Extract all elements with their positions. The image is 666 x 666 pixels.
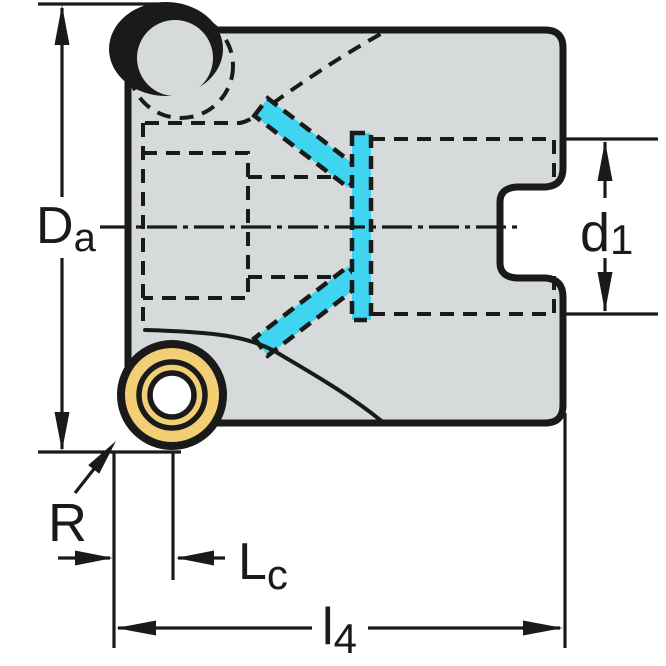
dimension-labels: Da d1 R Lc l4 — [36, 197, 633, 662]
d1-arrow-down — [597, 272, 613, 312]
top-insert — [109, 2, 223, 96]
lc-arrow-right — [75, 550, 113, 566]
coolant-channel-lower — [251, 263, 365, 359]
label-d1: d1 — [580, 203, 633, 263]
label-l4: l4 — [322, 598, 357, 662]
lc-arrow-left — [176, 550, 214, 566]
hub-bore-hidden — [143, 151, 250, 300]
l4-arrow-right — [523, 620, 563, 636]
spigot-bottom-hidden — [371, 274, 556, 316]
upper-flute-edge-hidden — [270, 29, 387, 106]
hidden-geometry — [127, 12, 556, 330]
label-R: R — [48, 493, 87, 553]
bottom-insert-screw-hole — [147, 370, 197, 420]
label-Lc: Lc — [238, 533, 288, 598]
spigot-top-hidden — [371, 137, 556, 182]
d1-arrow-up — [597, 141, 613, 181]
top-insert-face — [137, 20, 213, 96]
da-arrow-up — [54, 5, 70, 45]
l4-arrow-left — [116, 620, 156, 636]
flute-edge — [143, 328, 386, 425]
coolant-channel-upper — [251, 95, 365, 191]
r-arrowhead — [88, 441, 116, 474]
label-Da: Da — [36, 197, 97, 260]
dimensions — [38, 2, 658, 648]
da-arrow-down — [54, 412, 70, 451]
bottom-insert — [117, 340, 227, 450]
